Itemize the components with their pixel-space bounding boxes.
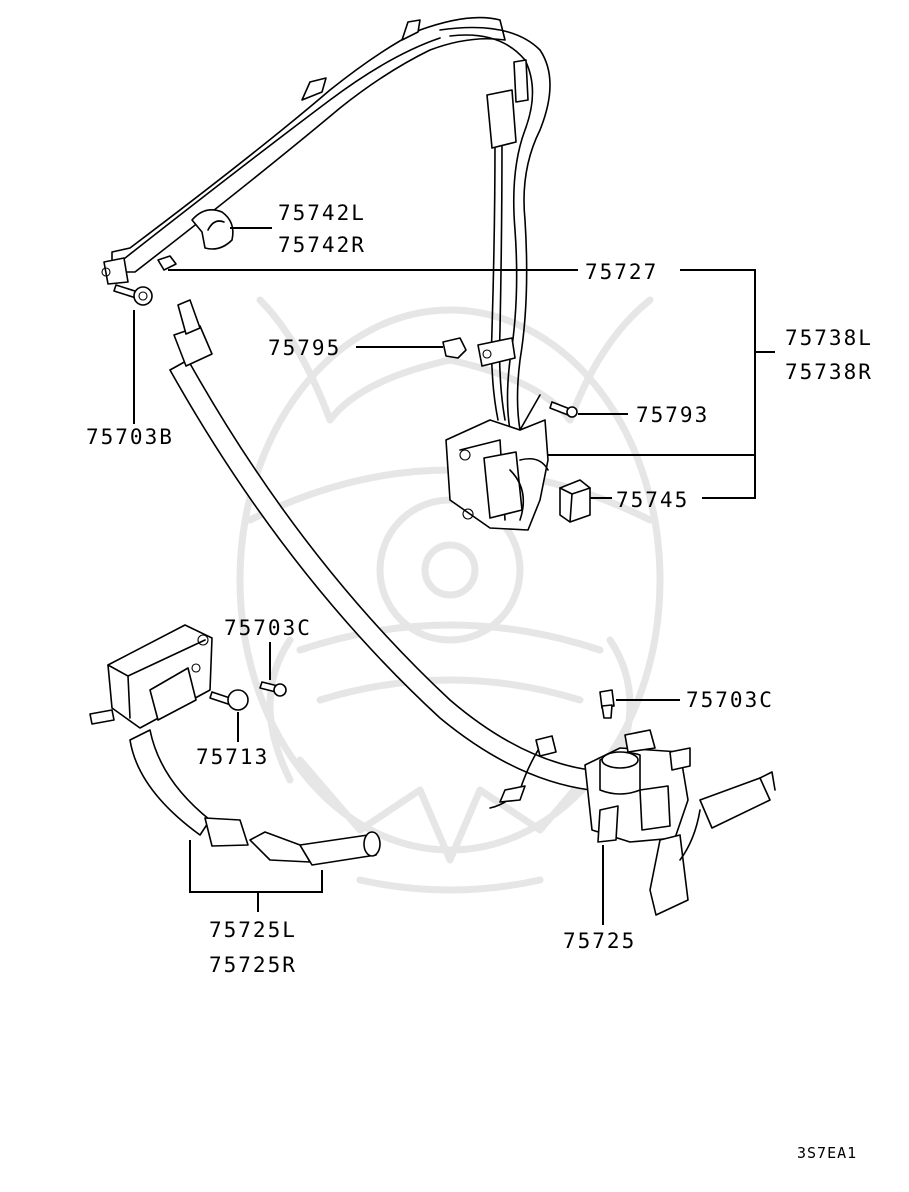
part-75727-clip: [157, 255, 177, 271]
figure-code: 3S7EA1: [797, 1144, 857, 1162]
label-75713: 75713: [196, 745, 269, 769]
label-75727: 75727: [585, 260, 658, 284]
part-75793-screw: [549, 401, 578, 418]
part-75703B-bolt: [113, 284, 153, 306]
label-75725R: 75725R: [209, 953, 297, 977]
part-75745-cap: [559, 479, 591, 523]
part-75703C-right-bolt: [599, 689, 615, 719]
lower-right-assembly: [489, 729, 776, 916]
label-75725L: 75725L: [209, 918, 297, 942]
label-75725: 75725: [563, 929, 636, 953]
part-75742-cover: [191, 209, 234, 250]
label-75738L: 75738L: [785, 326, 873, 350]
label-75795: 75795: [268, 336, 341, 360]
label-75703B: 75703B: [86, 425, 174, 449]
upper-retractor: [445, 394, 549, 531]
label-75703C-right: 75703C: [686, 688, 774, 712]
leader-lines: [133, 227, 775, 925]
lower-left-buckle-assembly: [89, 624, 381, 866]
wire-harness: [439, 26, 551, 431]
label-75738R: 75738R: [785, 360, 873, 384]
label-75703C-top: 75703C: [224, 616, 312, 640]
label-75745: 75745: [616, 488, 689, 512]
part-75703C-top-bolt: [259, 681, 287, 697]
upper-guide-rail: [101, 16, 506, 285]
main-webbing: [169, 299, 591, 791]
part-labels: 75742L 75742R 75727 75738L 75738R 75795 …: [86, 201, 873, 1162]
watermark-emblem: [236, 296, 664, 894]
label-75793: 75793: [636, 403, 709, 427]
part-75713-cap: [209, 689, 249, 711]
label-75742L: 75742L: [278, 201, 366, 225]
label-75742R: 75742R: [278, 233, 366, 257]
part-75795-clip: [442, 337, 467, 359]
